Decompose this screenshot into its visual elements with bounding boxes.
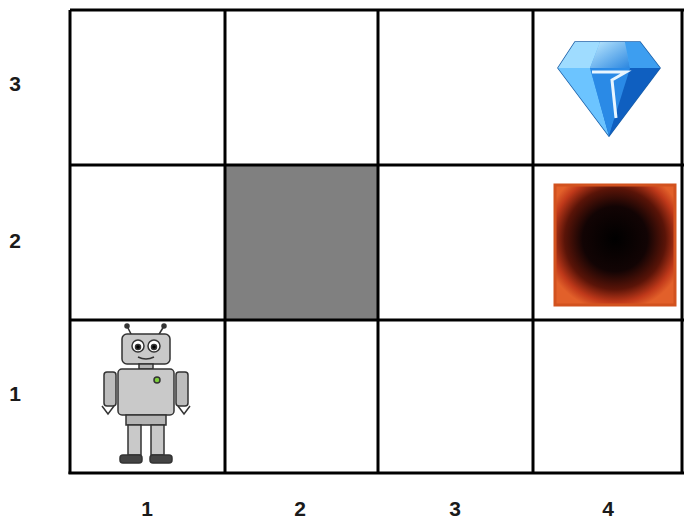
robot-icon <box>102 324 190 463</box>
wall-cell <box>225 165 378 320</box>
row-number: 3 <box>9 73 21 94</box>
row-number: 1 <box>9 383 21 404</box>
grid-ground <box>70 10 684 473</box>
gem-icon <box>558 42 660 136</box>
column-number: 3 <box>449 498 461 519</box>
column-number: 1 <box>141 498 153 519</box>
pit-icon <box>555 185 675 305</box>
column-number: 2 <box>294 498 306 519</box>
column-number: 4 <box>602 498 614 519</box>
grid-lines <box>69 10 684 474</box>
row-number: 2 <box>9 230 21 251</box>
